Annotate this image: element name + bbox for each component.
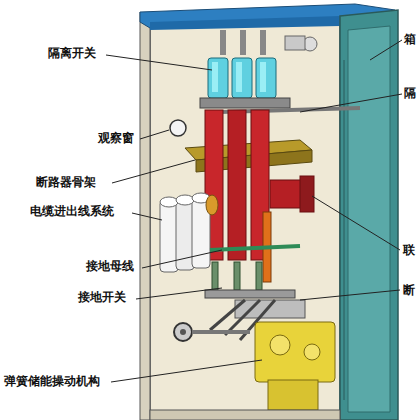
part-label: 隔离开关 bbox=[48, 47, 96, 60]
part-label: 接地母线 bbox=[86, 260, 134, 273]
part-label: 隔 bbox=[404, 87, 416, 100]
part-label: 弹簧储能操动机构 bbox=[4, 375, 100, 388]
part-label: 电缆进出线系统 bbox=[30, 205, 114, 218]
part-label: 断 bbox=[403, 284, 415, 297]
part-label: 接地开关 bbox=[78, 291, 126, 304]
part-label: 断路器骨架 bbox=[36, 176, 96, 189]
part-label: 观察窗 bbox=[98, 132, 134, 145]
leader-lines bbox=[106, 40, 402, 382]
part-label: 联 bbox=[403, 244, 415, 257]
part-label: 箱 bbox=[404, 33, 416, 46]
